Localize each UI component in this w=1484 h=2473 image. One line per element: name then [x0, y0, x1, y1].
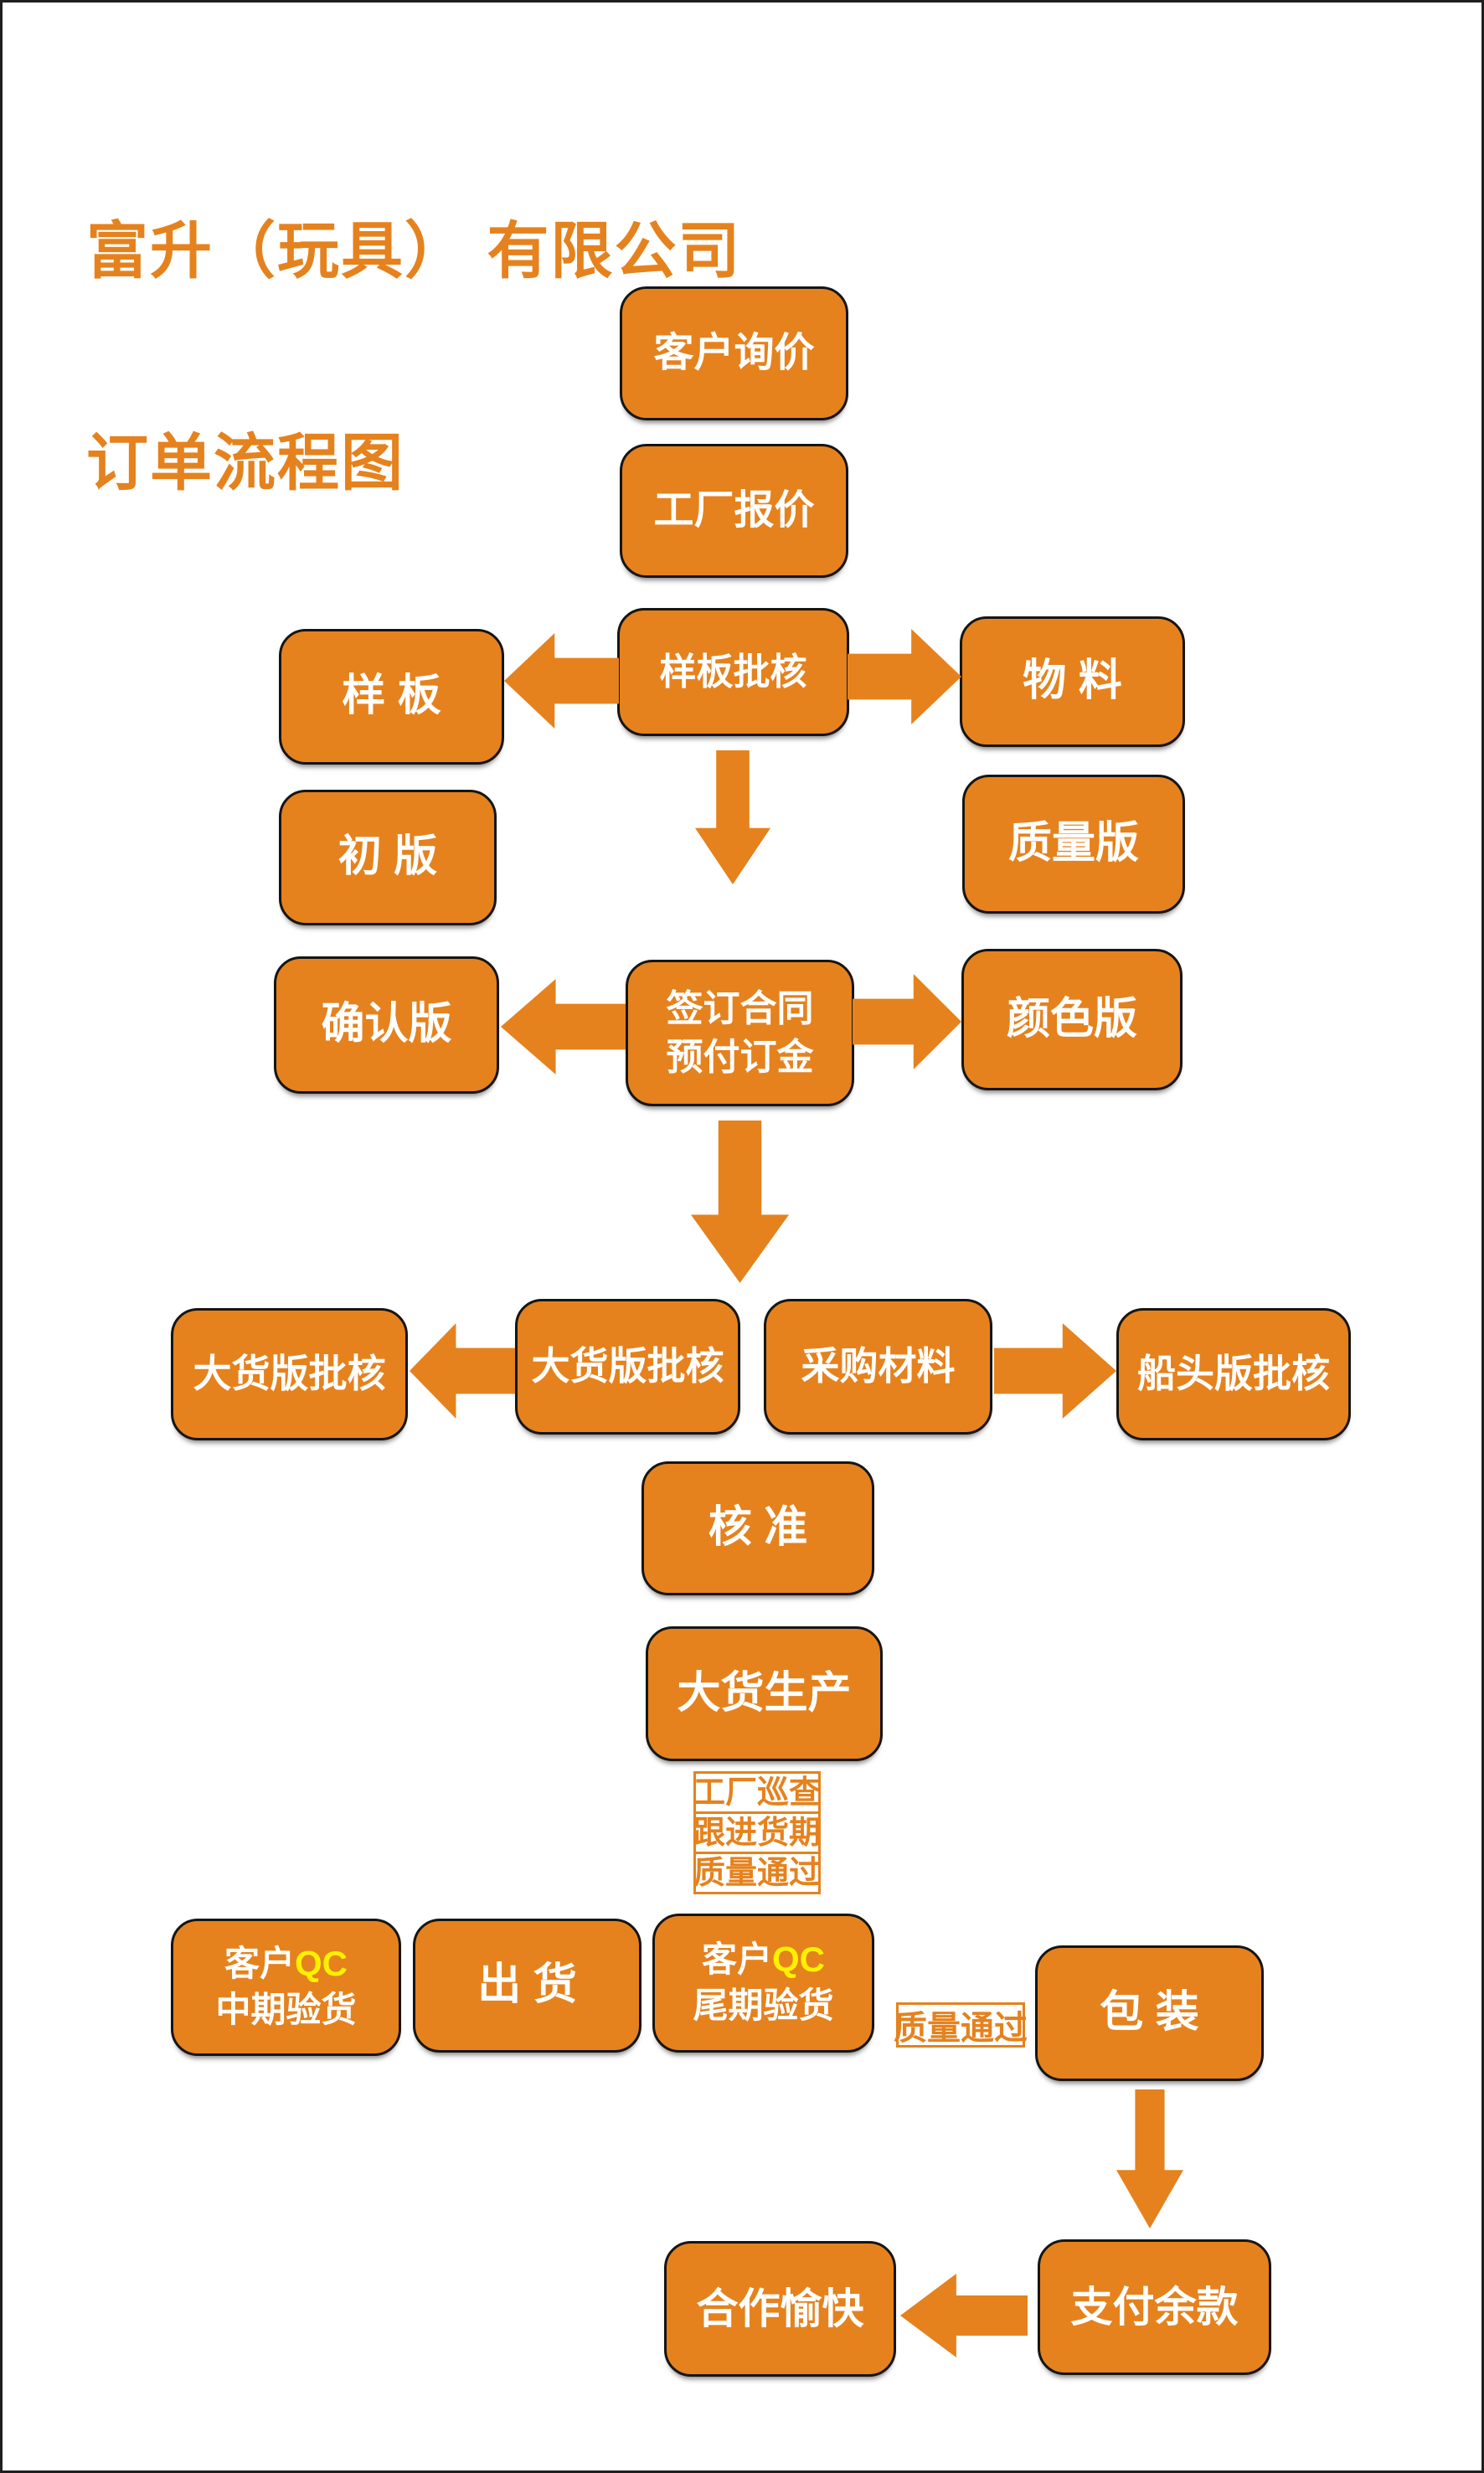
node-label: 尾期验货	[693, 1986, 834, 2025]
qc-highlight: QC	[295, 1944, 348, 1984]
node-label: 大货版批核	[193, 1352, 386, 1396]
node-label: 合作愉快	[696, 2285, 864, 2332]
qc-highlight: QC	[772, 1940, 825, 1980]
quality-pass-tag: 质量通过	[894, 2002, 1028, 2048]
node-label: 物 料	[1023, 657, 1122, 706]
arrow-left-to-happy-cooperation-icon	[900, 2274, 1028, 2357]
node-label: 大货生产	[677, 1668, 852, 1718]
node-approval: 核 准	[642, 1461, 874, 1595]
node-label: 客户询价	[653, 330, 815, 375]
arrow-down-to-contract-icon	[695, 750, 770, 884]
node-label: 大货版批核	[531, 1344, 724, 1388]
node-shipment: 出 货	[413, 1919, 642, 2053]
node-label: 包 装	[1100, 1988, 1199, 2038]
node-label: 出 货	[477, 1960, 577, 2010]
node-label: 样板批核	[659, 651, 807, 693]
node-label: 预付订金	[666, 1036, 814, 1078]
arrow-left-to-sample-icon	[504, 633, 619, 729]
node-label: 核 准	[708, 1503, 808, 1553]
arrow-right-to-materials-icon	[848, 629, 961, 724]
arrow-right-to-shipping-approval-icon	[994, 1323, 1116, 1419]
node-label: 质量版	[1007, 819, 1139, 868]
node-qc-mid-inspection: 客户QC 中期验货	[171, 1919, 401, 2056]
arrow-left-to-bulk-approval-icon	[410, 1323, 515, 1419]
node-bulk-production: 大货生产	[646, 1626, 883, 1761]
checklist-item-follow-delivery: 跟进货期	[693, 1811, 821, 1854]
node-shipping-version-approval: 船头版批核	[1116, 1308, 1351, 1440]
node-customer-inquiry: 客户询价	[620, 286, 848, 420]
node-pay-balance: 支付余款	[1038, 2239, 1271, 2375]
node-label: 颜色版	[1006, 994, 1137, 1043]
node-label: 签订合同	[666, 988, 814, 1030]
arrow-left-to-confirm-icon	[501, 979, 626, 1074]
node-materials: 物 料	[960, 616, 1185, 747]
node-color-version: 颜色版	[961, 949, 1183, 1090]
page-title: 富升（玩具） 有限公司 订单流程图	[86, 75, 742, 640]
node-label: 客户QC	[224, 1944, 348, 1984]
checklist-item-factory-patrol: 工厂巡查	[693, 1771, 821, 1814]
node-packaging: 包 装	[1035, 1945, 1264, 2081]
node-label: 船头版批核	[1137, 1352, 1330, 1396]
company-name: 富升（玩具） 有限公司	[86, 215, 742, 286]
node-label: 样 板	[342, 672, 441, 721]
chart-title: 订单流程图	[86, 427, 404, 497]
node-contract-deposit: 签订合同 预付订金	[626, 960, 854, 1106]
node-label: 确认版	[321, 1000, 452, 1049]
node-label: 初 版	[338, 832, 438, 882]
node-quality-version: 质量版	[962, 775, 1185, 914]
node-label: 支付余款	[1070, 2283, 1239, 2331]
node-happy-cooperation: 合作愉快	[664, 2241, 896, 2377]
node-initial-version: 初 版	[279, 790, 497, 925]
node-label: 工厂报价	[653, 487, 815, 533]
production-checklist: 工厂巡查 跟进货期 质量通过	[693, 1771, 821, 1894]
node-purchase-materials: 采购材料	[764, 1299, 992, 1435]
node-sample-approval: 样板批核	[617, 608, 849, 736]
arrow-down-to-bulk-row-icon	[691, 1121, 789, 1283]
node-label: 中期验货	[215, 1990, 357, 2029]
node-label: 客户QC	[701, 1940, 825, 1980]
node-bulk-version-approval-left: 大货版批核	[171, 1308, 408, 1440]
arrow-right-to-color-icon	[853, 974, 961, 1069]
node-label: 采购材料	[801, 1344, 956, 1388]
node-qc-final-inspection: 客户QC 尾期验货	[652, 1914, 874, 2053]
node-bulk-version-approval: 大货版批核	[515, 1299, 740, 1435]
node-sample: 样 板	[279, 629, 504, 765]
node-factory-quote: 工厂报价	[620, 444, 848, 578]
checklist-item-quality-pass: 质量通过	[693, 1852, 821, 1894]
node-confirm-version: 确认版	[274, 956, 499, 1094]
arrow-down-to-pay-balance-icon	[1116, 2089, 1183, 2228]
